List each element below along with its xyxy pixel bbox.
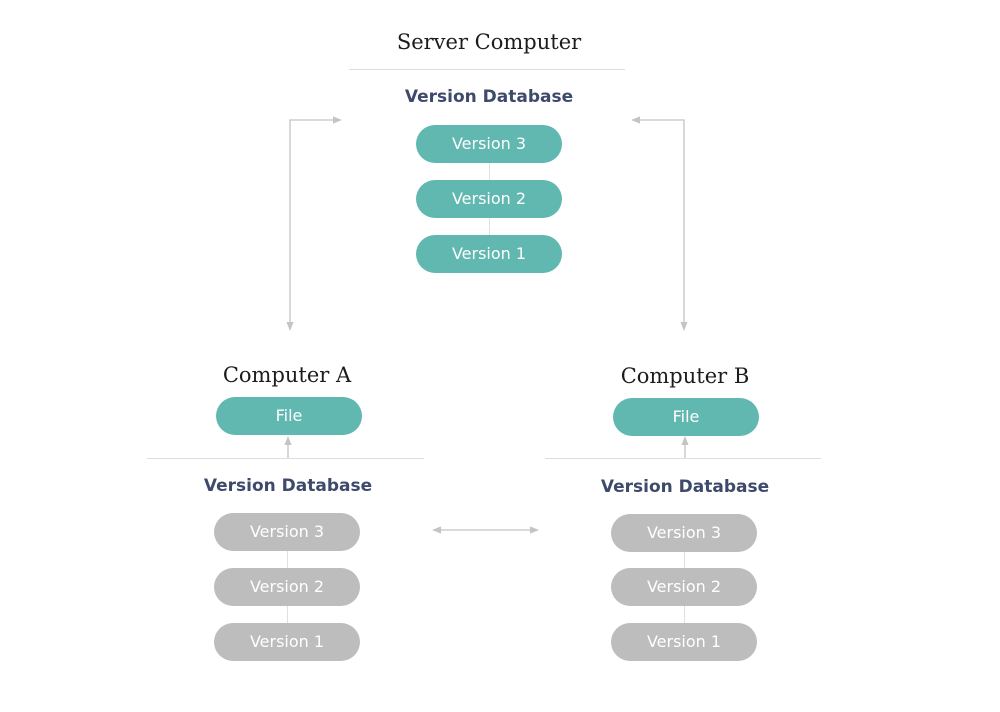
- computer-a-divider: [147, 458, 424, 459]
- computer-a-version-2-pill: Version 2: [214, 568, 360, 606]
- computer-b-db-label: Version Database: [600, 477, 770, 497]
- server-version-1-pill: Version 1: [416, 235, 562, 273]
- computer-a-title: Computer A: [222, 363, 352, 387]
- computer-b-file-pill: File: [613, 398, 759, 436]
- server-db-label: Version Database: [404, 87, 574, 107]
- server-to-computer-a-arrow: [286, 116, 342, 331]
- server-divider: [349, 69, 625, 70]
- computer-a-version-1-pill: Version 1: [214, 623, 360, 661]
- server-version-3-pill: Version 3: [416, 125, 562, 163]
- computer-b-divider: [545, 458, 821, 459]
- computer-b-version-3-pill: Version 3: [611, 514, 757, 552]
- server-to-computer-b-arrow: [631, 116, 688, 331]
- computer-b-title: Computer B: [620, 364, 750, 388]
- computer-b-version-2-pill: Version 2: [611, 568, 757, 606]
- computer-b-version-1-pill: Version 1: [611, 623, 757, 661]
- computer-a-db-label: Version Database: [203, 476, 373, 496]
- server-computer-title: Server Computer: [396, 30, 582, 54]
- server-version-2-pill: Version 2: [416, 180, 562, 218]
- computer-a-file-pill: File: [216, 397, 362, 435]
- computer-a-version-3-pill: Version 3: [214, 513, 360, 551]
